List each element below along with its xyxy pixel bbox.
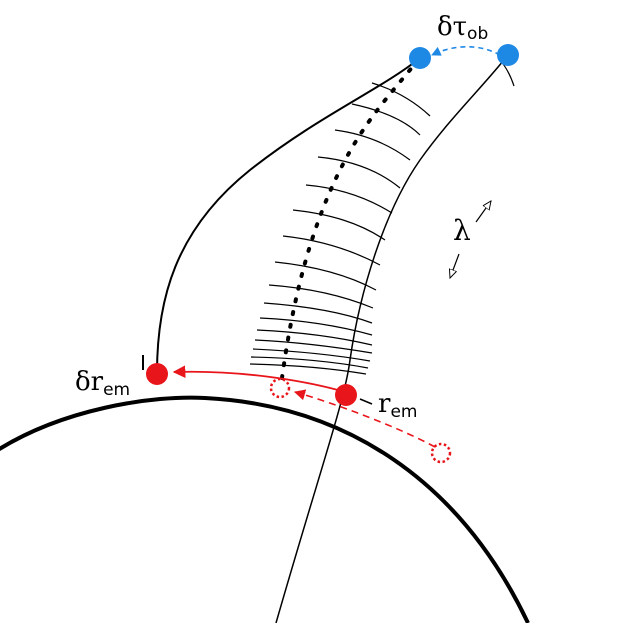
lambda-arrow-up [475, 201, 491, 223]
label-r-em-main: r [378, 389, 391, 419]
label-delta-r-em-sub: em [103, 380, 130, 400]
central-body-outline [0, 395, 530, 623]
observer-dot-shifted [409, 47, 431, 69]
label-lambda: λ [453, 214, 471, 247]
emitter-ghost-near [269, 377, 291, 399]
dotted-ray [280, 58, 420, 380]
worldline-right [275, 54, 509, 623]
r-em-leader [359, 398, 373, 405]
observer-shift-arrow [431, 46, 501, 56]
observer-dot-original [497, 44, 519, 66]
label-r-em: rem [378, 389, 417, 422]
label-r-em-sub: em [390, 402, 417, 422]
wavefront-lines [249, 57, 515, 375]
emitter-dashed-arrow [293, 389, 436, 448]
lambda-arrow-down [450, 253, 460, 278]
label-delta-tau-ob-sub: ob [467, 24, 488, 44]
label-delta-r-em-main: δr [75, 367, 104, 397]
worldline-left [156, 57, 421, 374]
label-delta-tau-ob: δτob [437, 12, 488, 44]
emitter-shift-arrow [172, 365, 339, 391]
label-delta-r-em: δrem [75, 367, 130, 400]
emitter-dot-delta [146, 363, 168, 385]
label-delta-tau-ob-main: δτ [437, 12, 467, 42]
emitter-ghost-far [430, 442, 452, 464]
emitter-dot-r [335, 384, 357, 406]
